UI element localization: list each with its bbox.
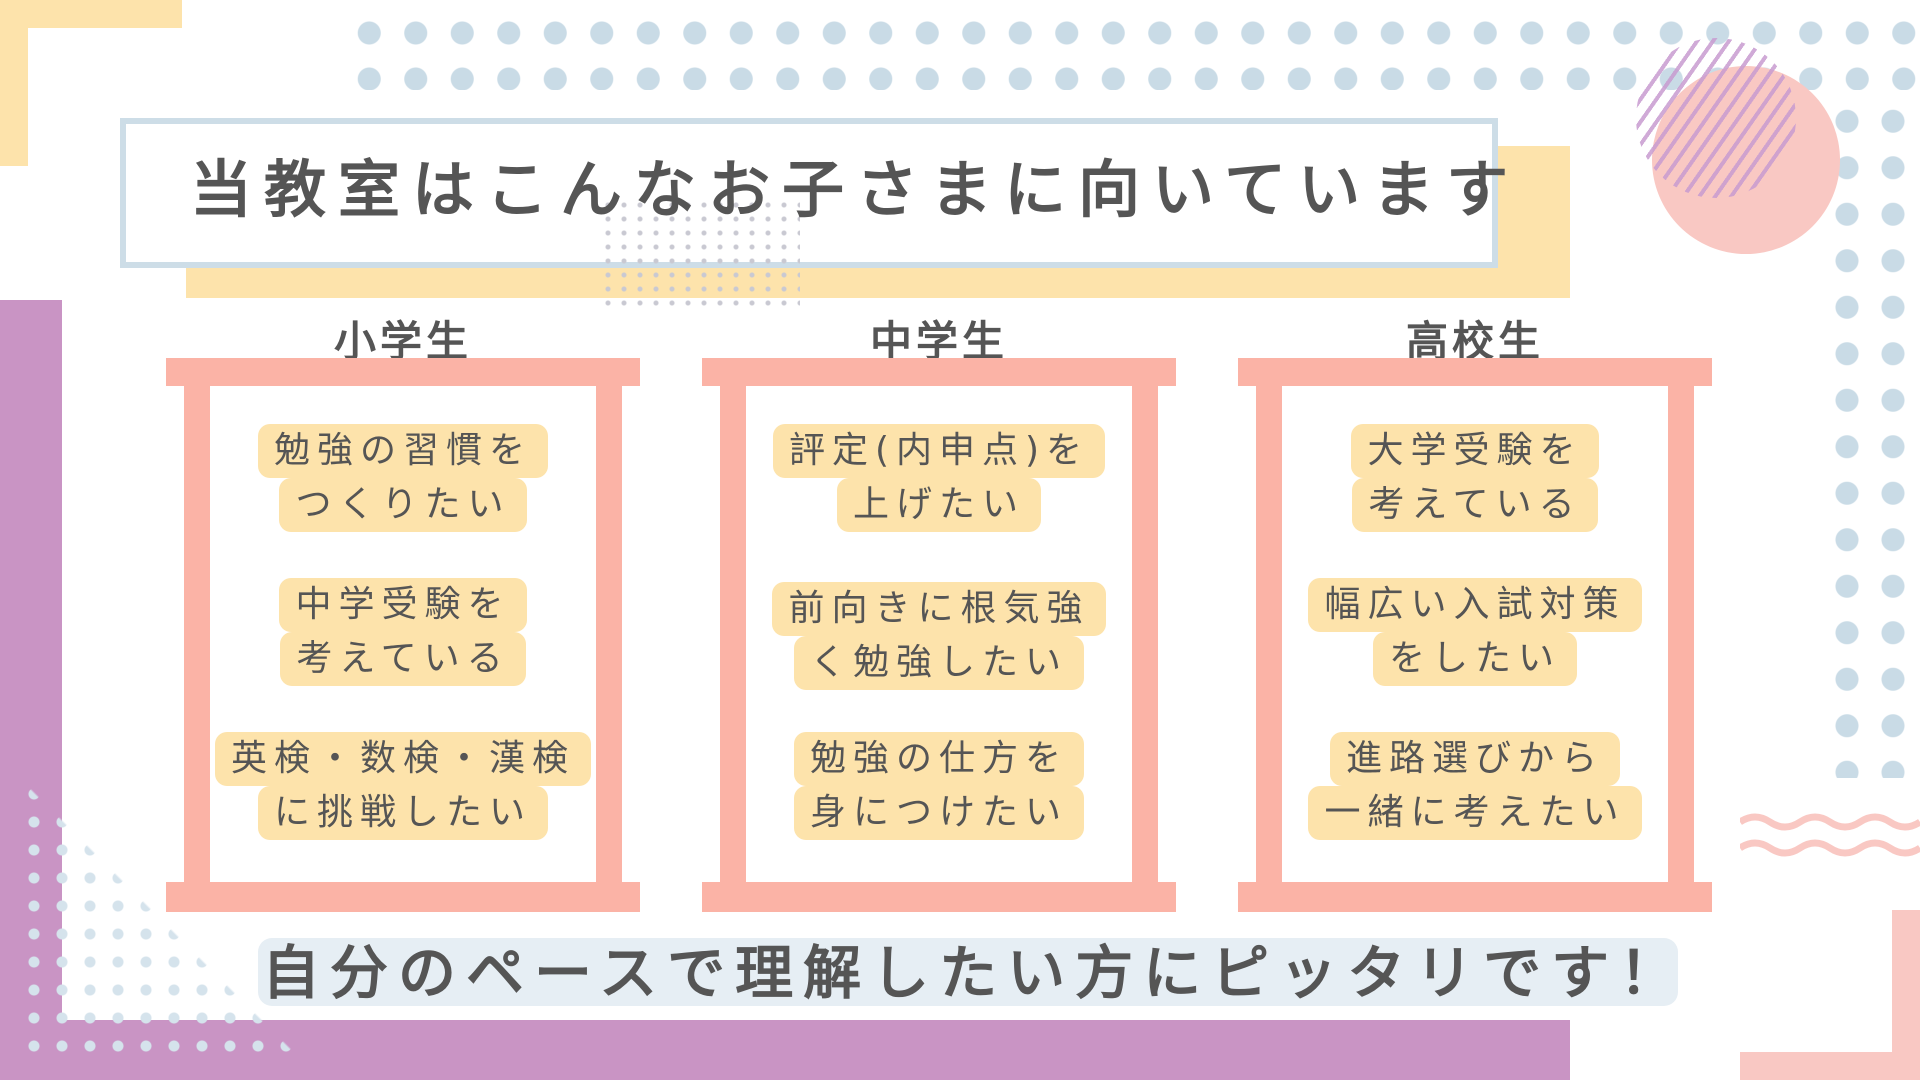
item-line: く勉強したい [793,636,1084,690]
column-frame-junior-high: 評定(内申点)を 上げたい 前向きに根気強 く勉強したい 勉強の仕方を 身につけ… [702,358,1176,912]
item-line: 一緒に考えたい [1308,786,1642,840]
banner-background [258,938,1678,1006]
item-line: 考えている [280,632,526,686]
frame-bottom-bar [166,882,640,912]
list-item: 中学受験を 考えている [166,578,640,686]
item-line: 勉強の習慣を [257,424,548,478]
column-heading-junior-high: 中学生 [869,317,1008,366]
list-item: 勉強の仕方を 身につけたい [702,732,1176,840]
list-item: 進路選びから 一緒に考えたい [1238,732,1712,840]
corner-decoration-bottom-right [1740,910,1920,1080]
item-line: 評定(内申点)を [772,424,1106,478]
item-line: 勉強の仕方を [793,732,1084,786]
item-line: をしたい [1372,632,1577,686]
frame-top-bar [702,358,1176,386]
list-item: 前向きに根気強 く勉強したい [702,582,1176,690]
frame-bottom-bar [1238,882,1712,912]
item-line: 前向きに根気強 [772,582,1106,636]
item-line: 上げたい [836,478,1041,532]
dot-pattern-bottom-left [20,780,300,1060]
column-frame-high-school: 大学受験を 考えている 幅広い入試対策 をしたい 進路選びから 一緒に考えたい [1238,358,1712,912]
banner-text: 自分のペースで理解したい方にピッタリです！ [262,939,1688,1007]
item-line: つくりたい [279,478,527,532]
striped-circle-decoration [1636,38,1796,198]
frame-top-bar [166,358,640,386]
list-item: 評定(内申点)を 上げたい [702,424,1176,532]
item-line: 中学受験を [279,578,527,632]
frame-left-post [720,358,746,912]
frame-right-post [1132,358,1158,912]
item-line: 英検・数検・漢検 [214,732,591,786]
corner-decoration-top-left [0,0,182,166]
frame-top-bar [1238,358,1712,386]
list-item: 幅広い入試対策 をしたい [1238,578,1712,686]
item-line: に挑戦したい [257,786,548,840]
dot-pattern-title [600,198,800,310]
wave-decoration [1740,813,1920,857]
list-item: 勉強の習慣を つくりたい [166,424,640,532]
column-heading-elementary: 小学生 [333,317,472,366]
list-item: 大学受験を 考えている [1238,424,1712,532]
title-box [120,118,1498,268]
item-line: 幅広い入試対策 [1308,578,1642,632]
item-line: 大学受験を [1351,424,1599,478]
list-item: 英検・数検・漢検 に挑戦したい [166,732,640,840]
frame-left-post [184,358,210,912]
frame-bottom-bar [702,882,1176,912]
frame-right-post [596,358,622,912]
item-line: 身につけたい [793,786,1084,840]
frame-left-post [1256,358,1282,912]
frame-right-post [1668,358,1694,912]
page-title: 当教室はこんなお子さまに向いています [190,153,1521,226]
item-line: 考えている [1352,478,1598,532]
column-heading-high-school: 高校生 [1405,317,1544,366]
dot-pattern-right [1824,98,1920,778]
column-frame-elementary: 勉強の習慣を つくりたい 中学受験を 考えている 英検・数検・漢検 に挑戦したい [166,358,640,912]
item-line: 進路選びから [1329,732,1620,786]
